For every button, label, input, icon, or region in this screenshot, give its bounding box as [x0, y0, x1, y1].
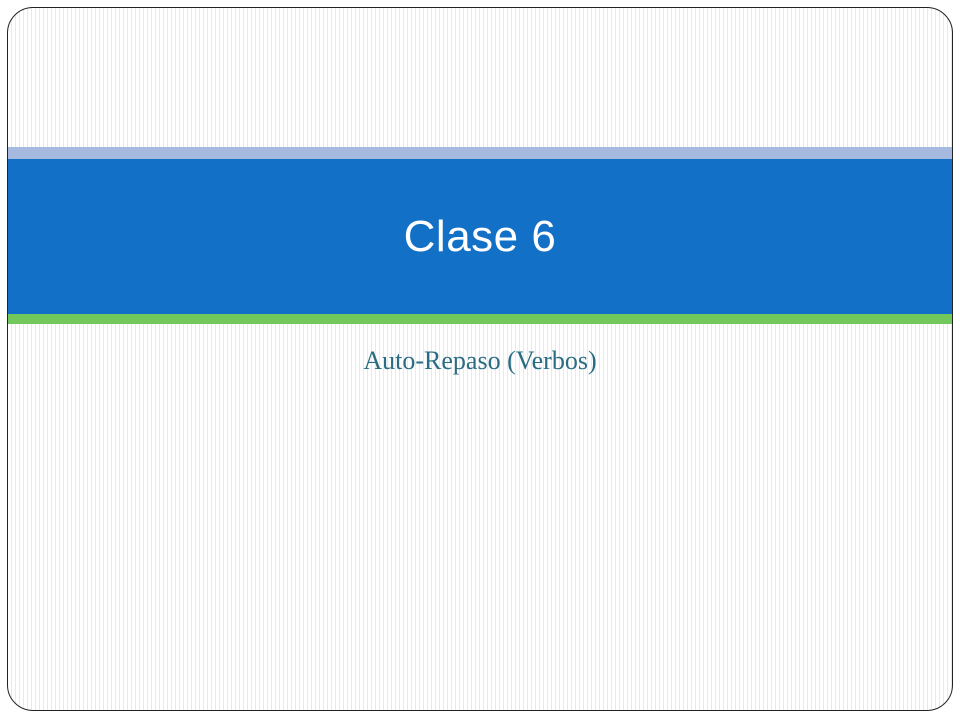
- title-band: Clase 6: [8, 159, 952, 314]
- slide-subtitle: Auto-Repaso (Verbos): [363, 346, 597, 375]
- slide-title: Clase 6: [403, 211, 557, 261]
- title-accent-top-bar: [8, 147, 952, 159]
- title-accent-bottom-bar: [8, 314, 952, 324]
- slide-frame: Clase 6 Auto-Repaso (Verbos): [7, 7, 953, 711]
